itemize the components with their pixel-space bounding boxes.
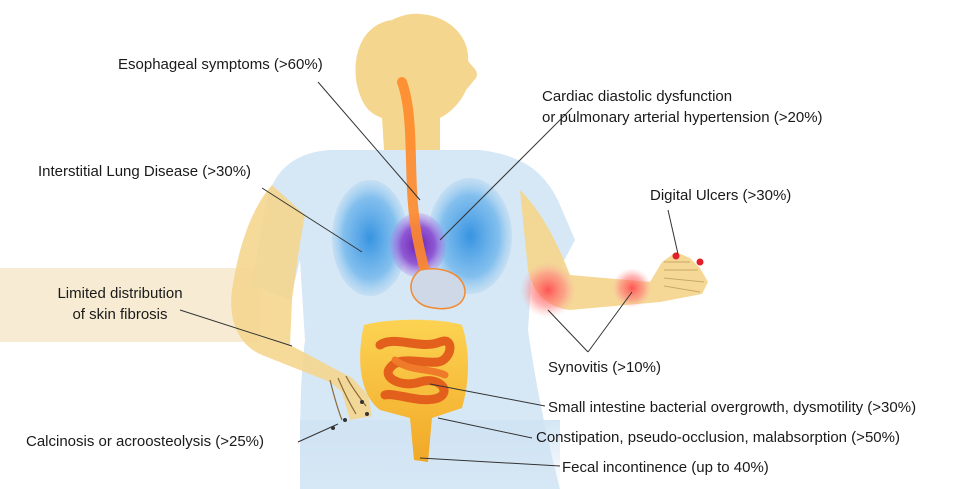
ild-label: Interstitial Lung Disease (>30%) — [38, 162, 251, 182]
fecal-incontinence-label: Fecal incontinence (up to 40%) — [562, 458, 769, 478]
cardiac-label-line1: Cardiac diastolic dysfunction — [542, 86, 823, 107]
constipation-label: Constipation, pseudo-occlusion, malabsor… — [536, 428, 900, 448]
calcinosis-label: Calcinosis or acroosteolysis (>25%) — [26, 432, 264, 452]
head — [355, 14, 476, 150]
digital-ulcers-label: Digital Ulcers (>30%) — [650, 186, 791, 206]
sibo-label: Small intestine bacterial overgrowth, dy… — [548, 398, 916, 418]
digital-ulcer-dot — [697, 259, 704, 266]
skin-fibrosis-line2: of skin fibrosis — [40, 304, 200, 325]
cardiac-label-line2: or pulmonary arterial hypertension (>20%… — [542, 107, 823, 128]
synovitis-label: Synovitis (>10%) — [548, 358, 661, 378]
synovitis-wrist — [612, 268, 652, 308]
skin-fibrosis-line1: Limited distribution — [40, 283, 200, 304]
cardiac-label: Cardiac diastolic dysfunction or pulmona… — [542, 86, 823, 128]
esophageal-label: Esophageal symptoms (>60%) — [118, 55, 323, 75]
digital-ulcer-dot — [673, 253, 680, 260]
skin-fibrosis-label: Limited distribution of skin fibrosis — [40, 283, 200, 325]
synovitis-elbow — [520, 262, 576, 318]
